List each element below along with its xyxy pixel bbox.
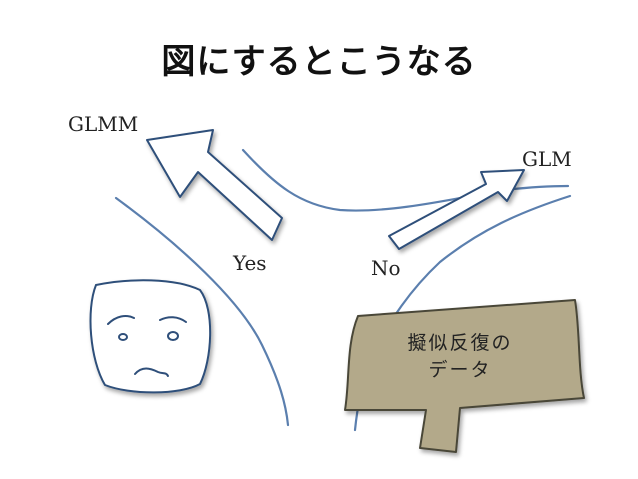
sign-line-1: 擬似反復の <box>407 332 513 354</box>
label-glm: GLM <box>522 147 572 171</box>
road-left-edge <box>114 196 290 427</box>
troubled-face-icon <box>89 279 212 394</box>
label-yes: Yes <box>233 251 267 275</box>
road-center-edge <box>241 148 570 212</box>
arrow-up-left-icon <box>146 129 283 241</box>
signpost-icon <box>344 299 585 453</box>
arrow-up-right-icon <box>388 169 525 250</box>
sign-line-2: データ <box>428 359 492 381</box>
label-no: No <box>371 256 401 280</box>
slide-title: 図にするとこうなる <box>161 42 477 82</box>
sign-text: 擬似反復の データ <box>372 330 548 384</box>
label-glmm: GLMM <box>68 112 139 136</box>
